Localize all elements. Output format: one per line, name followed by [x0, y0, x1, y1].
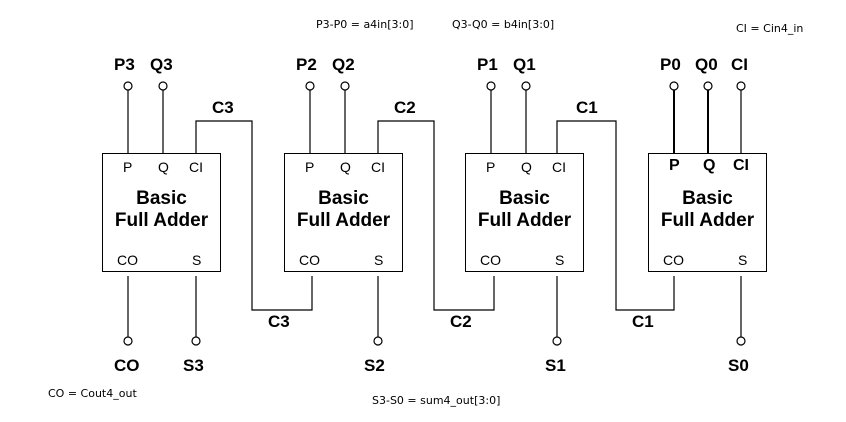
label-q0: Q0: [695, 55, 718, 74]
pin-co-label: CO: [480, 252, 501, 268]
wire-c3: [195, 120, 313, 311]
pin-co-label: CO: [663, 252, 684, 268]
pin-ci-label: CI: [733, 157, 749, 174]
pin-q-label: Q: [340, 159, 351, 175]
label-s1: S1: [545, 356, 566, 375]
terminal-q1: [521, 81, 531, 91]
pin-p-label: P: [305, 159, 315, 175]
label-q2: Q2: [332, 55, 355, 74]
pin-ci-label: CI: [552, 159, 566, 175]
label-c3-bottom: C3: [268, 312, 290, 331]
pin-q-label: Q: [521, 159, 532, 175]
label-q3: Q3: [150, 55, 173, 74]
pin-s-label: S: [738, 252, 748, 268]
terminal-p2: [305, 81, 315, 91]
full-adder-block-0: P Q CI Basic Full Adder CO S: [648, 153, 767, 272]
wire-c1: [556, 120, 675, 311]
terminal-s0: [736, 336, 746, 346]
note-p-mapping: P3-P0 = a4in[3:0]: [316, 18, 414, 31]
terminal-s3: [191, 336, 201, 346]
terminal-s1: [552, 336, 562, 346]
pin-ci-label: CI: [371, 159, 385, 175]
pin-p-label: P: [123, 159, 133, 175]
terminal-co: [123, 336, 133, 346]
wire-c2: [377, 120, 495, 311]
block-title-line2: Full Adder: [114, 210, 209, 231]
label-s3: S3: [183, 356, 204, 375]
note-s-mapping: S3-S0 = sum4_out[3:0]: [372, 394, 501, 407]
label-c1-bottom: C1: [632, 312, 654, 331]
pin-p-label: P: [486, 159, 496, 175]
pin-s-label: S: [374, 252, 384, 268]
terminal-q2: [340, 81, 350, 91]
pin-s-label: S: [192, 252, 202, 268]
label-c3-top: C3: [212, 98, 234, 117]
terminal-s2: [373, 336, 383, 346]
label-co: CO: [114, 356, 140, 375]
label-p3: P3: [114, 55, 135, 74]
label-c2-bottom: C2: [450, 312, 472, 331]
label-p0: P0: [660, 55, 681, 74]
label-c2-top: C2: [394, 98, 416, 117]
block-title-line1: Basic: [136, 188, 187, 209]
label-ci: CI: [731, 55, 748, 74]
block-title-line1: Basic: [499, 188, 550, 209]
terminal-p0: [669, 81, 679, 91]
note-ci-mapping: CI = Cin4_in: [736, 22, 804, 35]
terminal-ci: [736, 81, 746, 91]
block-title-line1: Basic: [318, 188, 369, 209]
full-adder-block-3: P Q CI Basic Full Adder CO S: [102, 153, 221, 272]
block-title-line2: Full Adder: [477, 210, 572, 231]
pin-co-label: CO: [299, 252, 320, 268]
pin-q-label: Q: [703, 157, 716, 174]
label-q1: Q1: [513, 55, 536, 74]
note-q-mapping: Q3-Q0 = b4in[3:0]: [452, 18, 555, 31]
label-s0: S0: [728, 356, 749, 375]
pin-q-label: Q: [158, 159, 169, 175]
label-p2: P2: [296, 55, 317, 74]
terminal-q0: [703, 81, 713, 91]
terminal-p1: [486, 81, 496, 91]
terminal-p3: [123, 81, 133, 91]
note-co-mapping: CO = Cout4_out: [48, 387, 137, 400]
label-s2: S2: [364, 356, 385, 375]
label-p1: P1: [477, 55, 498, 74]
pin-co-label: CO: [117, 252, 138, 268]
block-title-line2: Full Adder: [296, 210, 391, 231]
pin-s-label: S: [555, 252, 565, 268]
block-title-line2: Full Adder: [660, 210, 755, 231]
label-c1-top: C1: [576, 98, 598, 117]
block-title-line1: Basic: [682, 188, 733, 209]
terminal-q3: [158, 81, 168, 91]
full-adder-block-1: P Q CI Basic Full Adder CO S: [465, 153, 584, 272]
full-adder-block-2: P Q CI Basic Full Adder CO S: [284, 153, 403, 272]
pin-ci-label: CI: [189, 159, 203, 175]
pin-p-label: P: [669, 157, 680, 174]
